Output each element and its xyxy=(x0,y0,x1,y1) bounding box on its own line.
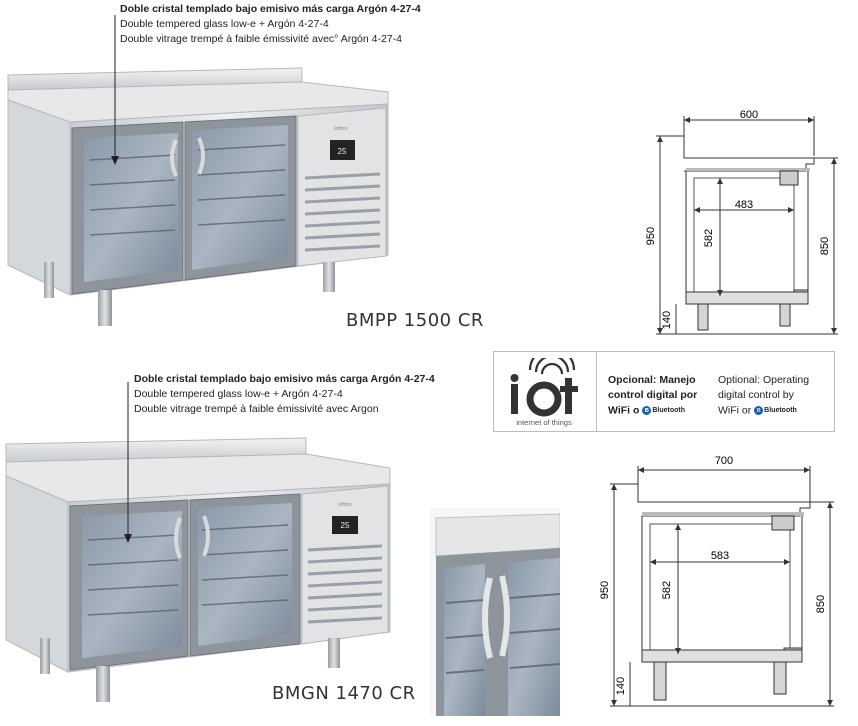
bluetooth-icon: ʙ xyxy=(754,406,764,415)
iot-en-line3: WiFi or xyxy=(718,404,752,417)
bottom-caption: Doble cristal templado bajo emisivo más … xyxy=(134,372,435,417)
top-caption-fr: Double vitrage trempé à faible émissivit… xyxy=(120,33,403,45)
control-display-value: 25 xyxy=(338,147,347,156)
bottom-dim-width: 700 xyxy=(715,455,733,467)
iot-es-line1: Opcional: Manejo xyxy=(608,374,696,386)
top-caption-en: Double tempered glass low-e + Argón 4-27… xyxy=(120,18,329,30)
top-fridge-illustration: 25 infrico xyxy=(7,15,389,326)
bluetooth-label: Bluetooth xyxy=(764,407,797,414)
dim-height: 950 xyxy=(645,227,657,245)
top-caption-es: Doble cristal templado bajo emisivo más … xyxy=(120,3,421,15)
bluetooth-label: Bluetooth xyxy=(652,407,685,414)
iot-text-es: Opcional: Manejo control digital por WiF… xyxy=(608,373,697,418)
dim-width: 600 xyxy=(740,109,758,121)
bottom-fridge-illustration: 25 infrico xyxy=(5,382,391,702)
iot-divider xyxy=(596,352,597,431)
top-caption: Doble cristal templado bajo emisivo más … xyxy=(120,2,421,47)
iot-text-en: Optional: Operating digital control by W… xyxy=(718,373,809,418)
bottom-dim-inner-width: 583 xyxy=(711,550,729,562)
iot-logo: internet of things xyxy=(510,358,578,427)
top-side-diagram: 600 483 582 950 140 850 xyxy=(645,109,838,335)
bottom-dim-height: 950 xyxy=(599,581,611,599)
bottom-dim-legs: 140 xyxy=(615,677,627,695)
bottom-brand-label: infrico xyxy=(338,502,352,508)
bottom-caption-en: Double tempered glass low-e + Argón 4-27… xyxy=(134,388,343,400)
iot-es-line2: control digital por xyxy=(608,389,698,401)
dim-side-height: 850 xyxy=(819,237,831,255)
bottom-dim-side-height: 850 xyxy=(815,595,827,613)
bluetooth-icon: ʙ xyxy=(642,406,652,415)
iot-en-line1: Optional: Operating xyxy=(718,374,810,386)
iot-es-line3: WiFi o xyxy=(608,404,640,417)
bottom-caption-es: Doble cristal templado bajo emisivo más … xyxy=(134,373,435,385)
brand-label: infrico xyxy=(334,126,348,132)
dim-inner-height: 582 xyxy=(703,229,715,247)
bottom-control-display-value: 25 xyxy=(341,521,350,530)
bottom-model-name: BMGN 1470 CR xyxy=(272,683,416,704)
top-model-name: BMPP 1500 CR xyxy=(346,310,484,331)
iot-en-line2: digital control by xyxy=(718,389,794,401)
dim-inner-width: 483 xyxy=(735,199,753,211)
control-display xyxy=(330,140,355,160)
dim-legs: 140 xyxy=(661,311,673,329)
iot-logo-subtitle: internet of things xyxy=(516,418,572,427)
bottom-caption-fr: Double vitrage trempé à faible émissivit… xyxy=(134,403,379,415)
iot-info-box: internet of things Opcional: Manejo cont… xyxy=(493,351,835,432)
bottom-dim-inner-height: 582 xyxy=(661,581,673,599)
detail-closeup xyxy=(430,508,560,716)
bottom-side-diagram: 700 583 582 950 140 850 xyxy=(599,455,834,707)
